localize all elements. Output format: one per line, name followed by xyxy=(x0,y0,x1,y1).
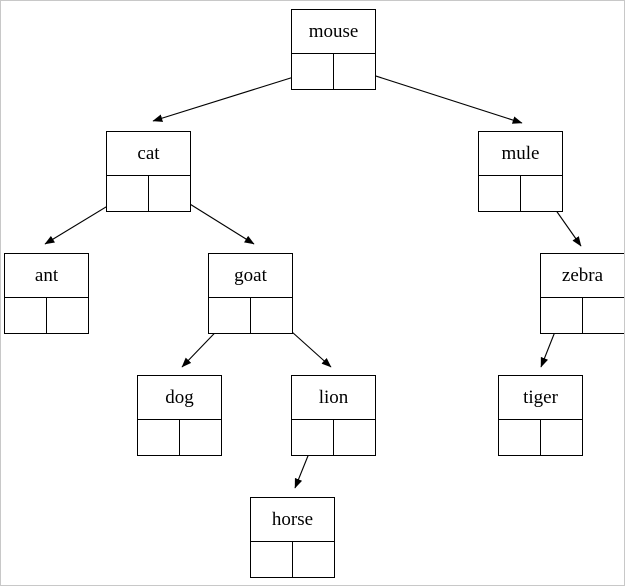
node-label: ant xyxy=(5,254,88,298)
tree-node-tiger[interactable]: tiger xyxy=(498,375,583,456)
tree-node-cat[interactable]: cat xyxy=(106,131,191,212)
node-pointer-cells xyxy=(541,298,624,333)
right-pointer-cell[interactable] xyxy=(149,176,191,211)
right-pointer-cell[interactable] xyxy=(293,542,335,577)
node-label: dog xyxy=(138,376,221,420)
right-pointer-cell[interactable] xyxy=(251,298,293,333)
tree-node-dog[interactable]: dog xyxy=(137,375,222,456)
node-label: mouse xyxy=(292,10,375,54)
left-pointer-cell[interactable] xyxy=(479,176,521,211)
left-pointer-cell[interactable] xyxy=(292,54,334,89)
node-pointer-cells xyxy=(107,176,190,211)
node-pointer-cells xyxy=(251,542,334,577)
tree-node-mule[interactable]: mule xyxy=(478,131,563,212)
right-pointer-cell[interactable] xyxy=(541,420,583,455)
left-pointer-cell[interactable] xyxy=(292,420,334,455)
tree-node-zebra[interactable]: zebra xyxy=(540,253,624,334)
tree-edge-mouse-to-cat xyxy=(152,70,314,122)
tree-node-ant[interactable]: ant xyxy=(4,253,89,334)
right-pointer-cell[interactable] xyxy=(180,420,222,455)
left-pointer-cell[interactable] xyxy=(251,542,293,577)
left-pointer-cell[interactable] xyxy=(499,420,541,455)
right-pointer-cell[interactable] xyxy=(583,298,625,333)
node-pointer-cells xyxy=(292,420,375,455)
tree-node-horse[interactable]: horse xyxy=(250,497,335,578)
node-pointer-cells xyxy=(479,176,562,211)
node-pointer-cells xyxy=(499,420,582,455)
node-label: cat xyxy=(107,132,190,176)
left-pointer-cell[interactable] xyxy=(5,298,47,333)
node-label: lion xyxy=(292,376,375,420)
left-pointer-cell[interactable] xyxy=(138,420,180,455)
node-pointer-cells xyxy=(209,298,292,333)
left-pointer-cell[interactable] xyxy=(209,298,251,333)
right-pointer-cell[interactable] xyxy=(47,298,89,333)
tree-node-mouse[interactable]: mouse xyxy=(291,9,376,90)
right-pointer-cell[interactable] xyxy=(334,54,376,89)
node-label: zebra xyxy=(541,254,624,298)
node-pointer-cells xyxy=(138,420,221,455)
left-pointer-cell[interactable] xyxy=(541,298,583,333)
tree-node-lion[interactable]: lion xyxy=(291,375,376,456)
node-label: goat xyxy=(209,254,292,298)
node-label: horse xyxy=(251,498,334,542)
right-pointer-cell[interactable] xyxy=(334,420,376,455)
right-pointer-cell[interactable] xyxy=(521,176,563,211)
node-pointer-cells xyxy=(292,54,375,89)
node-label: tiger xyxy=(499,376,582,420)
node-pointer-cells xyxy=(5,298,88,333)
tree-node-goat[interactable]: goat xyxy=(208,253,293,334)
tree-edge-mouse-to-mule xyxy=(353,68,523,124)
node-label: mule xyxy=(479,132,562,176)
left-pointer-cell[interactable] xyxy=(107,176,149,211)
